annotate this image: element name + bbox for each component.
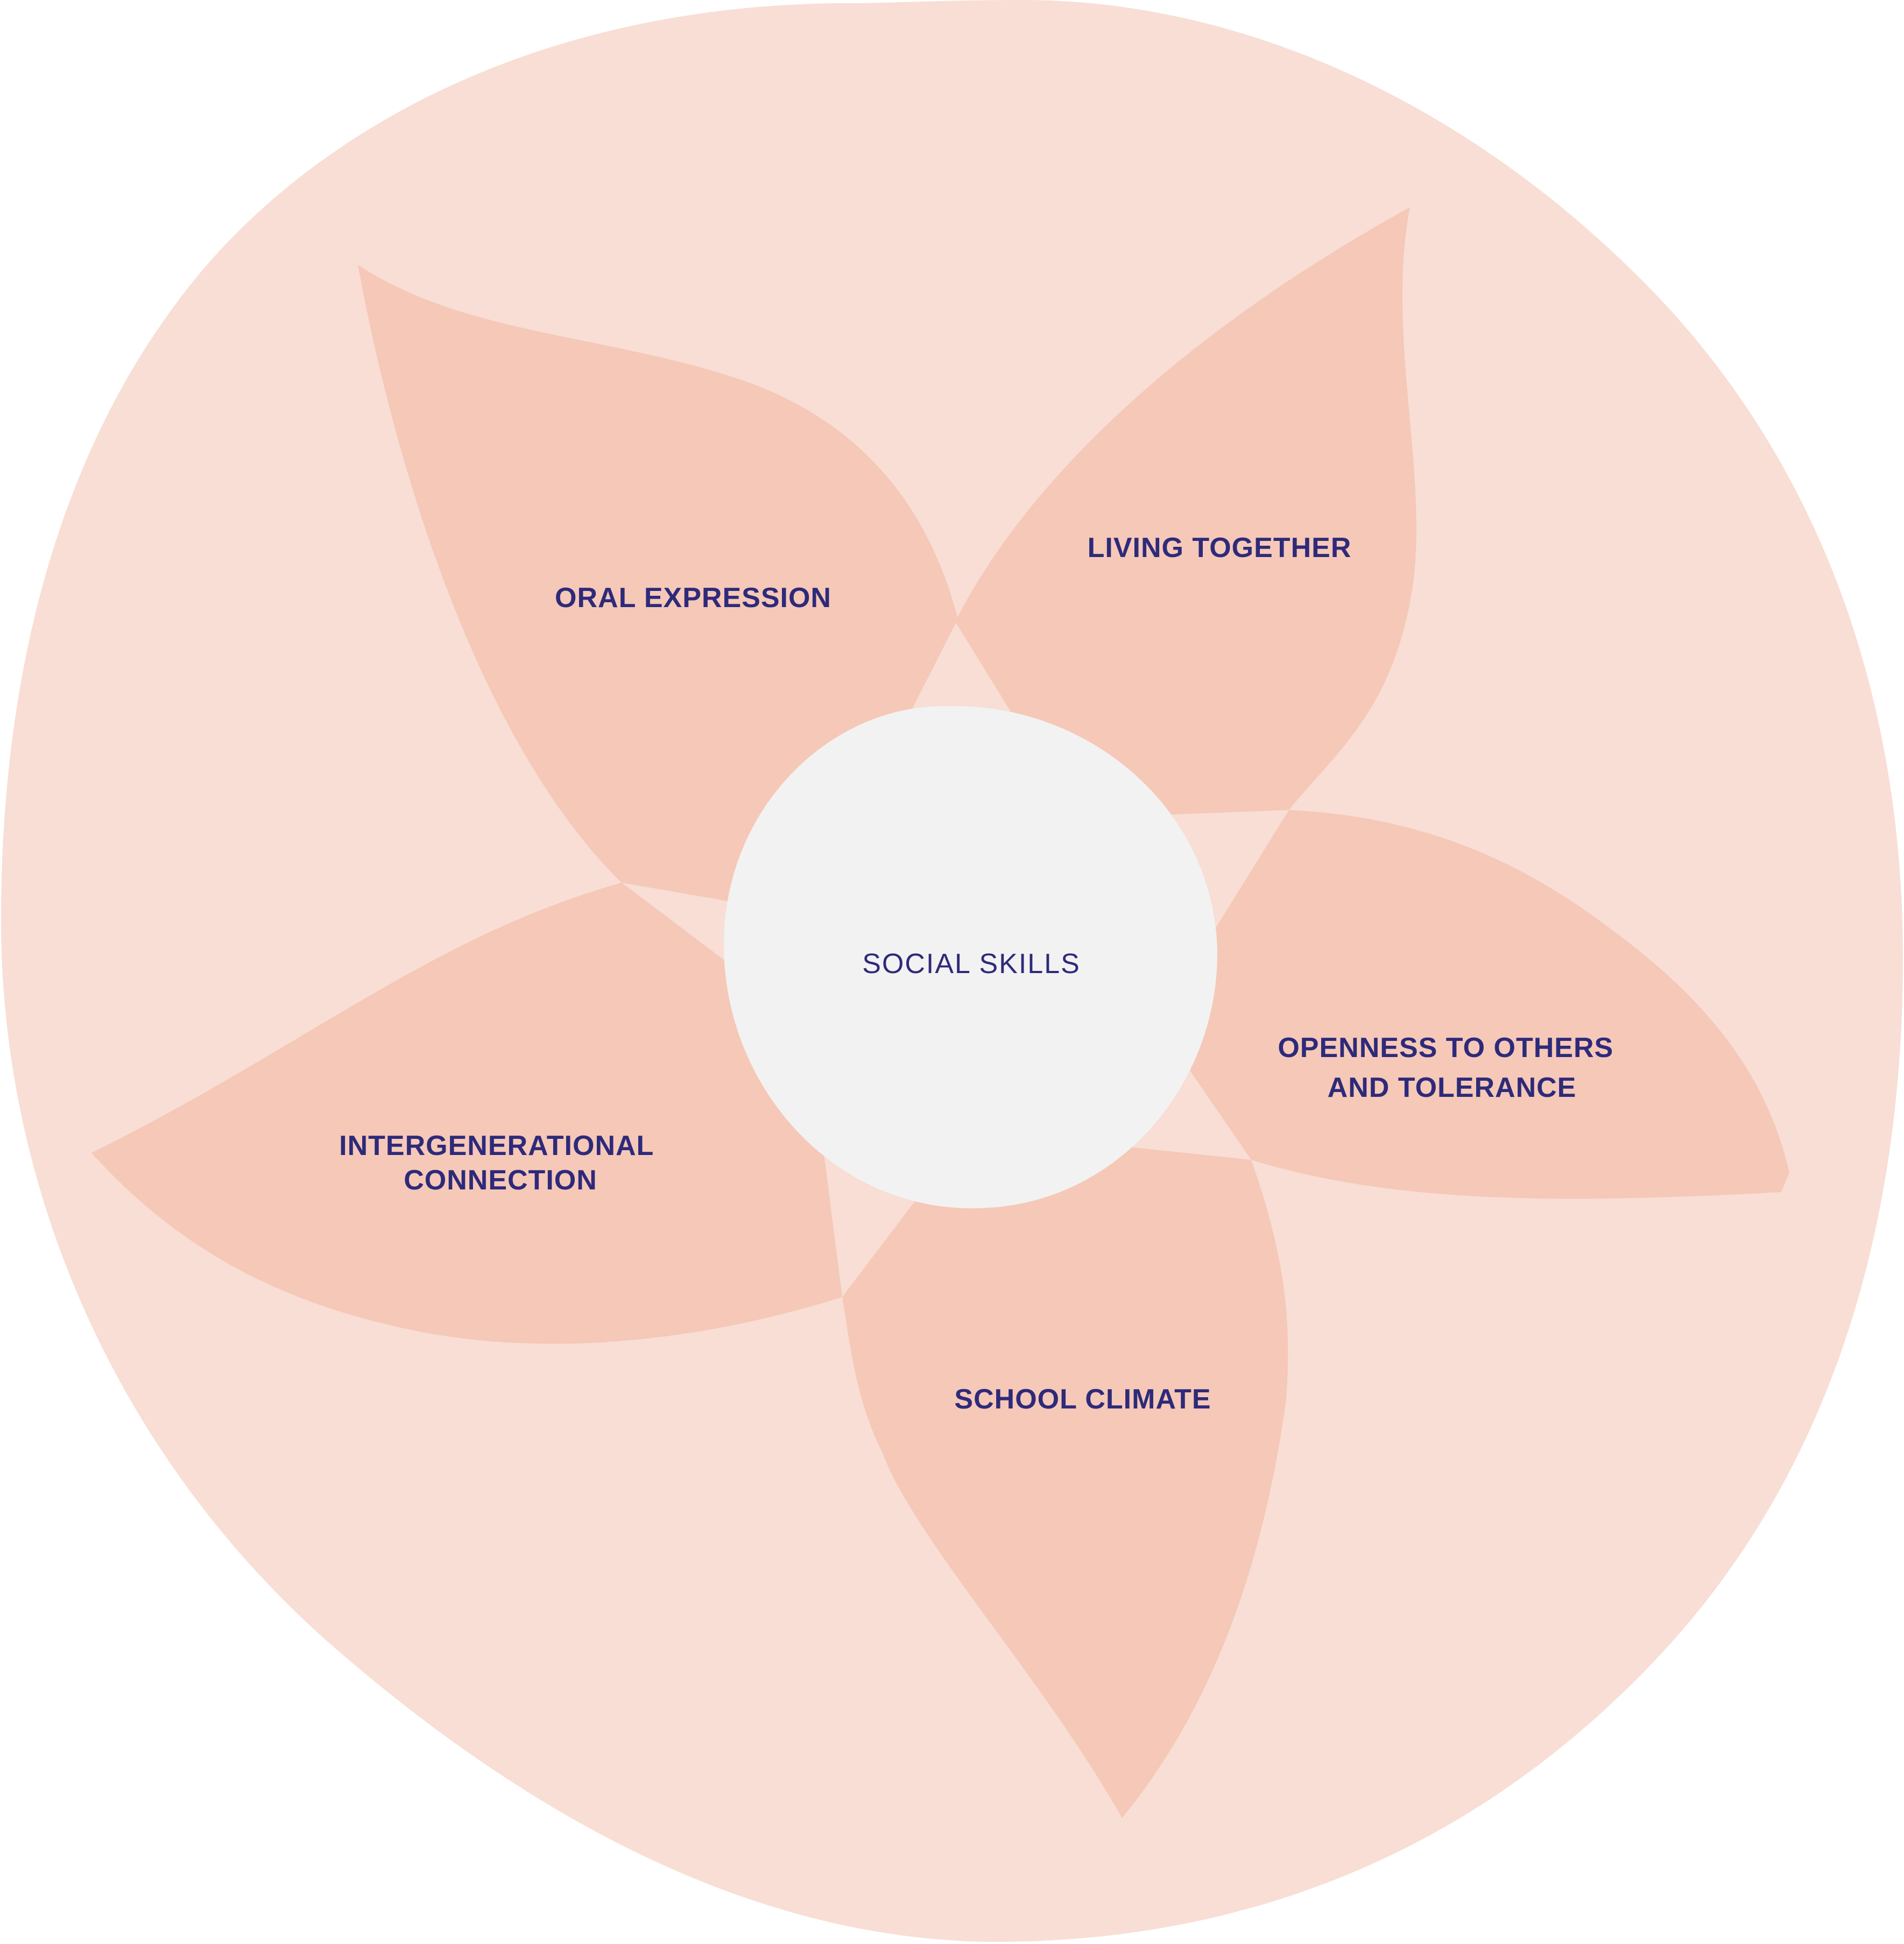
petal-living-together: [955, 207, 1416, 818]
label-oral-expression: ORAL EXPRESSION: [555, 582, 831, 614]
petal-openness: [1157, 810, 1789, 1199]
center-label: SOCIAL SKILLS: [862, 948, 1081, 980]
petal-intergenerational: [91, 883, 842, 1344]
center-circle: [724, 706, 1218, 1209]
label-school-climate: SCHOOL CLIMATE: [954, 1384, 1211, 1415]
label-openness: OPENNESS TO OTHERS AND TOLERANCE: [1278, 1032, 1621, 1103]
label-intergenerational: INTERGENERATIONAL CONNECTION: [339, 1130, 662, 1196]
label-living-together: LIVING TOGETHER: [1088, 532, 1352, 564]
petals-group: [91, 207, 1789, 1818]
petal-oral-expression: [358, 265, 958, 915]
petal-school-climate: [842, 1130, 1288, 1818]
